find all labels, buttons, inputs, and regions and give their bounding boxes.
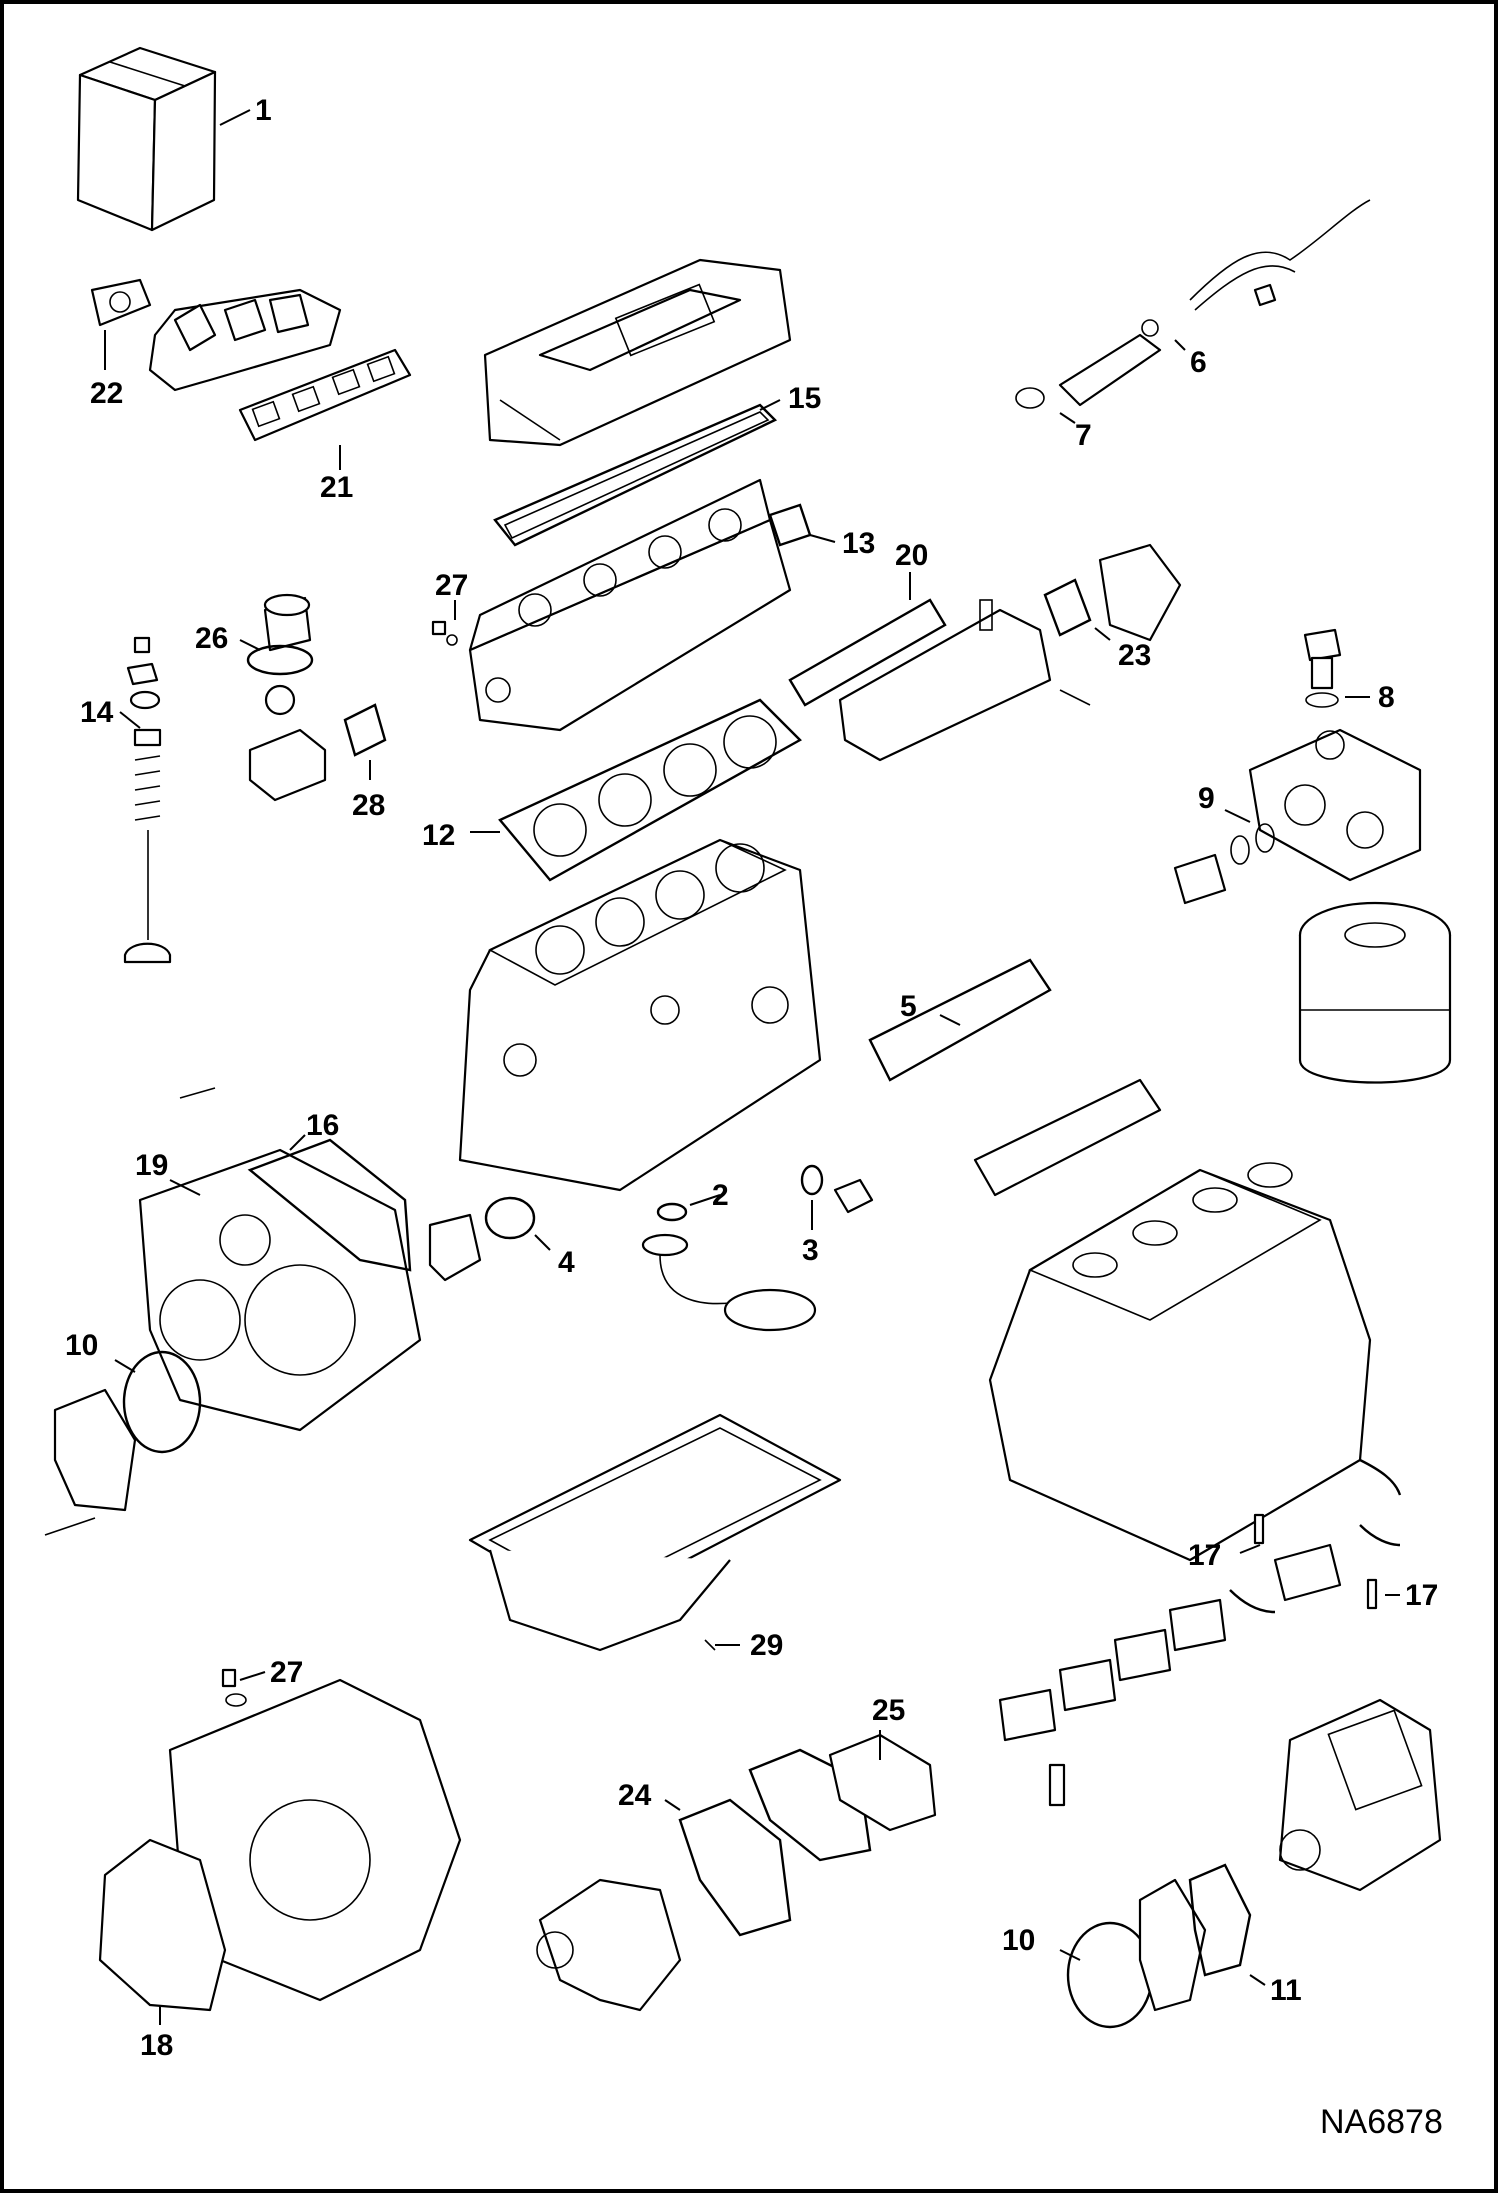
- water-pump: [536, 1878, 682, 2012]
- callout-17-right: 17: [1405, 1579, 1438, 1612]
- water-pump-gasket-24: [678, 1798, 792, 1937]
- injector: [1015, 199, 1371, 409]
- callout-18: 18: [140, 2029, 173, 2062]
- oil-pump-4: [428, 1213, 482, 1282]
- oring-4: [484, 1196, 536, 1240]
- callout-14: 14: [80, 696, 114, 729]
- callout-16: 16: [306, 1109, 339, 1142]
- small-bolt-27: [431, 620, 458, 646]
- thermostat-housing: [246, 593, 327, 802]
- oil-filter-head: [1248, 728, 1422, 882]
- water-pump-gasket-25: [748, 1748, 872, 1862]
- callout-12: 12: [422, 819, 455, 852]
- oil-filter: [1298, 901, 1452, 1084]
- callout-24: 24: [618, 1779, 652, 1812]
- callout-23: 23: [1118, 639, 1151, 672]
- cylinder-block-upper: [458, 838, 822, 1192]
- bolt-8: [1303, 628, 1342, 708]
- front-cover-plate: [53, 1388, 137, 1512]
- callout-27-flywheel: 27: [270, 1656, 303, 1689]
- cylinder-head: [468, 478, 792, 732]
- exhaust-manifold-group: [90, 278, 412, 442]
- callout-21: 21: [320, 471, 353, 504]
- callout-26: 26: [195, 622, 228, 655]
- callout-19: 19: [135, 1149, 168, 1182]
- callout-27-head: 27: [435, 569, 468, 602]
- rear-seal-plate-18: [98, 1838, 227, 2012]
- callout-15: 15: [788, 382, 821, 415]
- callout-4: 4: [558, 1246, 575, 1279]
- outlet-gasket: [1043, 578, 1092, 637]
- callout-9: 9: [1198, 782, 1215, 815]
- pump-flange: [1138, 1878, 1207, 2012]
- side-cover: [973, 1078, 1162, 1197]
- callout-29: 29: [750, 1629, 783, 1662]
- callout-20: 20: [895, 539, 928, 572]
- drain-washer-3: [800, 1164, 824, 1196]
- oil-pickup: [641, 1233, 817, 1332]
- callout-10-pump: 10: [1002, 1924, 1035, 1957]
- callout-10-gear-case: 10: [65, 1329, 98, 1362]
- gasket-kit-box: [76, 46, 217, 232]
- banjo-bolt-9: [1173, 823, 1275, 905]
- rocker-cover: [483, 258, 792, 447]
- side-cover-gasket: [868, 958, 1052, 1082]
- intake-manifold: [838, 599, 1091, 762]
- callout-25: 25: [872, 1694, 905, 1727]
- rocker-cover-gasket: [493, 403, 778, 547]
- oil-pan: [468, 1413, 842, 1652]
- callout-22: 22: [90, 377, 123, 410]
- callout-1: 1: [255, 94, 272, 127]
- drain-plug: [833, 1178, 874, 1214]
- valve-assembly: [123, 636, 172, 964]
- thermostat-gasket-28: [343, 703, 387, 757]
- front-seal-oring-10: [122, 1350, 202, 1454]
- pump-gasket-11: [1188, 1863, 1252, 1977]
- callout-11: 11: [1270, 1974, 1302, 2007]
- intake-manifold-gasket: [788, 598, 947, 707]
- head-gasket: [498, 698, 802, 882]
- bearings-17: [998, 1458, 1402, 1807]
- leader-lines: [104, 109, 1400, 2025]
- callout-8: 8: [1378, 681, 1395, 714]
- callout-7: 7: [1075, 419, 1092, 452]
- cylinder-block-lower: [988, 1162, 1372, 1562]
- callout-6: 6: [1190, 346, 1207, 379]
- callout-labels: 1 2 3 4 5 6 7 8 9 10 10 11 12 13 14 15 1…: [65, 94, 1438, 2062]
- callout-5: 5: [900, 990, 917, 1023]
- callout-2: 2: [712, 1179, 729, 1212]
- callout-17-left: 17: [1188, 1539, 1221, 1572]
- reference-code: NA6878: [1320, 2103, 1443, 2141]
- oring-2: [656, 1202, 688, 1222]
- callout-13: 13: [842, 527, 875, 560]
- injection-pump: [1278, 1698, 1442, 1892]
- water-outlet: [1098, 543, 1182, 642]
- gear-case: [138, 1138, 422, 1432]
- water-pump-plate: [828, 1733, 937, 1832]
- callout-28: 28: [352, 789, 385, 822]
- callout-3: 3: [802, 1234, 819, 1267]
